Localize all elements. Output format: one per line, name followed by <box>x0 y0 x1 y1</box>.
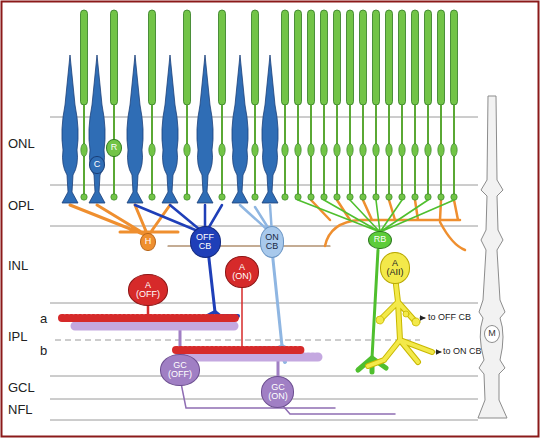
horizontal-axon-terminal <box>311 200 465 250</box>
amacrine-spines <box>62 314 238 322</box>
muller-cell <box>478 96 507 418</box>
rod <box>81 10 88 200</box>
bipolar-axon <box>272 250 282 346</box>
cell-label: RB <box>374 235 387 244</box>
off-sublamina-cells <box>62 298 335 408</box>
layer-label: OPL <box>8 198 34 213</box>
horizontal-dendrite <box>70 205 178 236</box>
layer-label: ONL <box>8 136 35 151</box>
rod <box>149 10 156 200</box>
rod <box>347 10 354 200</box>
cell-label: ON CB <box>265 233 279 252</box>
layer-label: GCL <box>8 380 35 395</box>
rod <box>219 10 226 200</box>
rod <box>308 10 315 200</box>
aii-amacrine-body: A (AII) <box>380 252 410 283</box>
bipolar-dendrite <box>298 200 454 232</box>
ganglion-axon <box>278 400 395 414</box>
lobule <box>412 318 420 326</box>
sublamina-line <box>55 340 420 341</box>
ganglion-spines <box>75 322 235 331</box>
arrow <box>420 318 425 319</box>
rod-nucleus: R <box>106 139 121 158</box>
rod <box>399 10 406 200</box>
horizontal-cell-body: H <box>140 233 155 252</box>
photoreceptors <box>62 10 458 203</box>
pathway-label: to ON CB <box>443 346 482 356</box>
cell-label: M <box>488 329 496 338</box>
ganglion-body: GC (ON) <box>261 376 294 407</box>
cone <box>197 55 213 203</box>
arrow <box>436 352 441 353</box>
rod <box>295 10 302 200</box>
cone-nucleus: C <box>89 156 104 175</box>
aii-lobules <box>376 311 420 326</box>
rod <box>184 10 191 200</box>
rod <box>360 10 367 200</box>
rod <box>321 10 328 200</box>
amacrine-process <box>176 349 302 351</box>
amacrine-spines <box>176 346 302 354</box>
cone <box>89 55 105 203</box>
cell-label: C <box>94 160 101 169</box>
cell-label: GC (ON) <box>268 383 287 402</box>
rod <box>412 10 419 200</box>
cell-label: GC (OFF) <box>168 361 192 380</box>
rod <box>451 10 458 200</box>
on-bipolar-body: ON CB <box>260 226 285 257</box>
rod-bipolar-body: RB <box>368 231 392 250</box>
ganglion-body: GC (OFF) <box>160 354 199 385</box>
rod <box>334 10 341 200</box>
cone <box>62 55 78 203</box>
layer-label: NFL <box>8 402 33 417</box>
lobule <box>403 311 409 317</box>
layer-line <box>50 420 478 421</box>
cell-label: A (ON) <box>232 263 252 282</box>
cone <box>127 55 143 203</box>
amacrine-body: A (ON) <box>225 256 258 287</box>
pathway-label: to OFF CB <box>428 312 471 322</box>
bipolar-axon <box>208 250 215 312</box>
cone <box>232 55 248 203</box>
amacrine-process <box>241 280 243 350</box>
off-bipolar-body: OFF CB <box>190 226 221 257</box>
amacrine-process <box>62 317 238 319</box>
cone <box>162 55 178 203</box>
rod <box>252 10 259 200</box>
sublamina-label: b <box>40 343 47 358</box>
cell-label: A (AII) <box>386 259 403 278</box>
layer-line <box>50 376 478 377</box>
ganglion-dendrite <box>186 356 320 359</box>
layer-label: INL <box>8 258 28 273</box>
layer-line <box>50 303 478 304</box>
rod <box>425 10 432 200</box>
cone <box>262 55 278 203</box>
lobule <box>376 316 384 324</box>
bipolar-axon <box>372 250 378 358</box>
rod <box>282 10 289 200</box>
rod <box>438 10 445 200</box>
rod-bipolar <box>298 200 454 372</box>
cell-label: R <box>111 143 118 152</box>
rod <box>111 10 118 200</box>
off-cone-bipolar <box>135 205 238 328</box>
rod <box>386 10 393 200</box>
cell-label: H <box>145 237 152 246</box>
cell-label: OFF CB <box>196 233 214 252</box>
rod <box>373 10 380 200</box>
ganglion-axon <box>180 378 335 408</box>
cell-label: A (OFF) <box>136 281 160 300</box>
aii-process <box>368 276 432 366</box>
layer-label: IPL <box>8 329 28 344</box>
sublamina-label: a <box>40 311 47 326</box>
amacrine-body: A (OFF) <box>128 274 167 305</box>
on-sublamina-cells <box>176 280 395 414</box>
aii-process <box>368 276 432 366</box>
ganglion-dendrite <box>75 325 235 328</box>
